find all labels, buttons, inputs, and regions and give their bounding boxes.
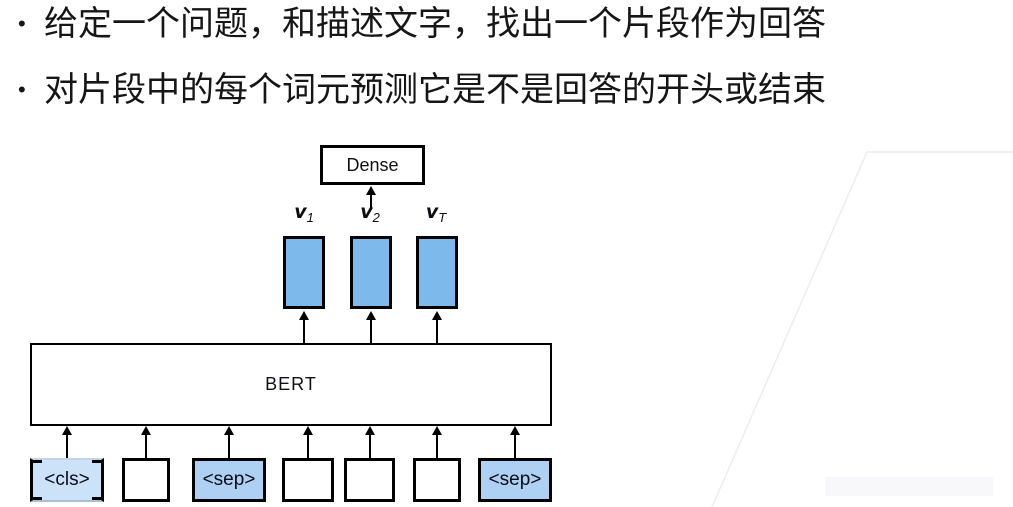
token-plain [413,458,461,502]
vector-symbol: v [425,201,439,223]
token-cls: <cls> [30,458,104,502]
bullet-text: 给定一个问题，和描述文字，找出一个片段作为回答 [44,5,826,43]
arrow-up-icon [61,426,73,458]
arrow-up-icon [364,426,376,458]
token-plain [344,458,395,502]
arrow-up-icon [509,426,521,458]
arrow-up-icon [302,426,314,458]
token-label: <sep> [488,469,542,490]
vector-subscript: 2 [372,210,380,225]
token-label: <sep> [202,469,256,490]
bullet-item: • 给定一个问题，和描述文字，找出一个片段作为回答 [18,2,1013,46]
vector-label: vT [414,201,458,225]
arrow-up-icon [365,311,377,343]
bullet-list: • 给定一个问题，和描述文字，找出一个片段作为回答 • 对片段中的每个词元预测它… [18,2,1013,112]
bert-box: BERT [30,343,552,426]
token-sep: <sep> [192,458,266,502]
token-label: <cls> [44,469,90,490]
arrow-up-icon [431,426,443,458]
bullet-marker: • [18,11,26,36]
arrow-up-icon [223,426,235,458]
token-sep: <sep> [478,458,552,502]
token-plain [282,458,334,502]
bullet-marker: • [18,77,26,102]
vector-subscript: T [438,210,447,225]
arrow-up-icon [298,311,310,343]
vector-rect [416,236,458,309]
token-plain [122,458,170,502]
vector-symbol: v [360,201,373,223]
vector-rect [283,236,325,309]
vector-subscript: 1 [306,210,314,225]
vector-label: v1 [282,201,326,225]
bullet-text: 对片段中的每个词元预测它是不是回答的开头或结束 [44,71,826,109]
arrow-up-icon [365,186,377,210]
dense-label: Dense [346,154,399,175]
vector-rect [350,236,392,309]
dense-box: Dense [320,145,425,185]
bullet-item: • 对片段中的每个词元预测它是不是回答的开头或结束 [18,68,1013,112]
vector-label: v2 [348,201,392,225]
arrow-up-icon [140,426,152,458]
vector-symbol: v [294,201,307,223]
bert-label: BERT [265,374,317,394]
arrow-up-icon [431,311,443,343]
